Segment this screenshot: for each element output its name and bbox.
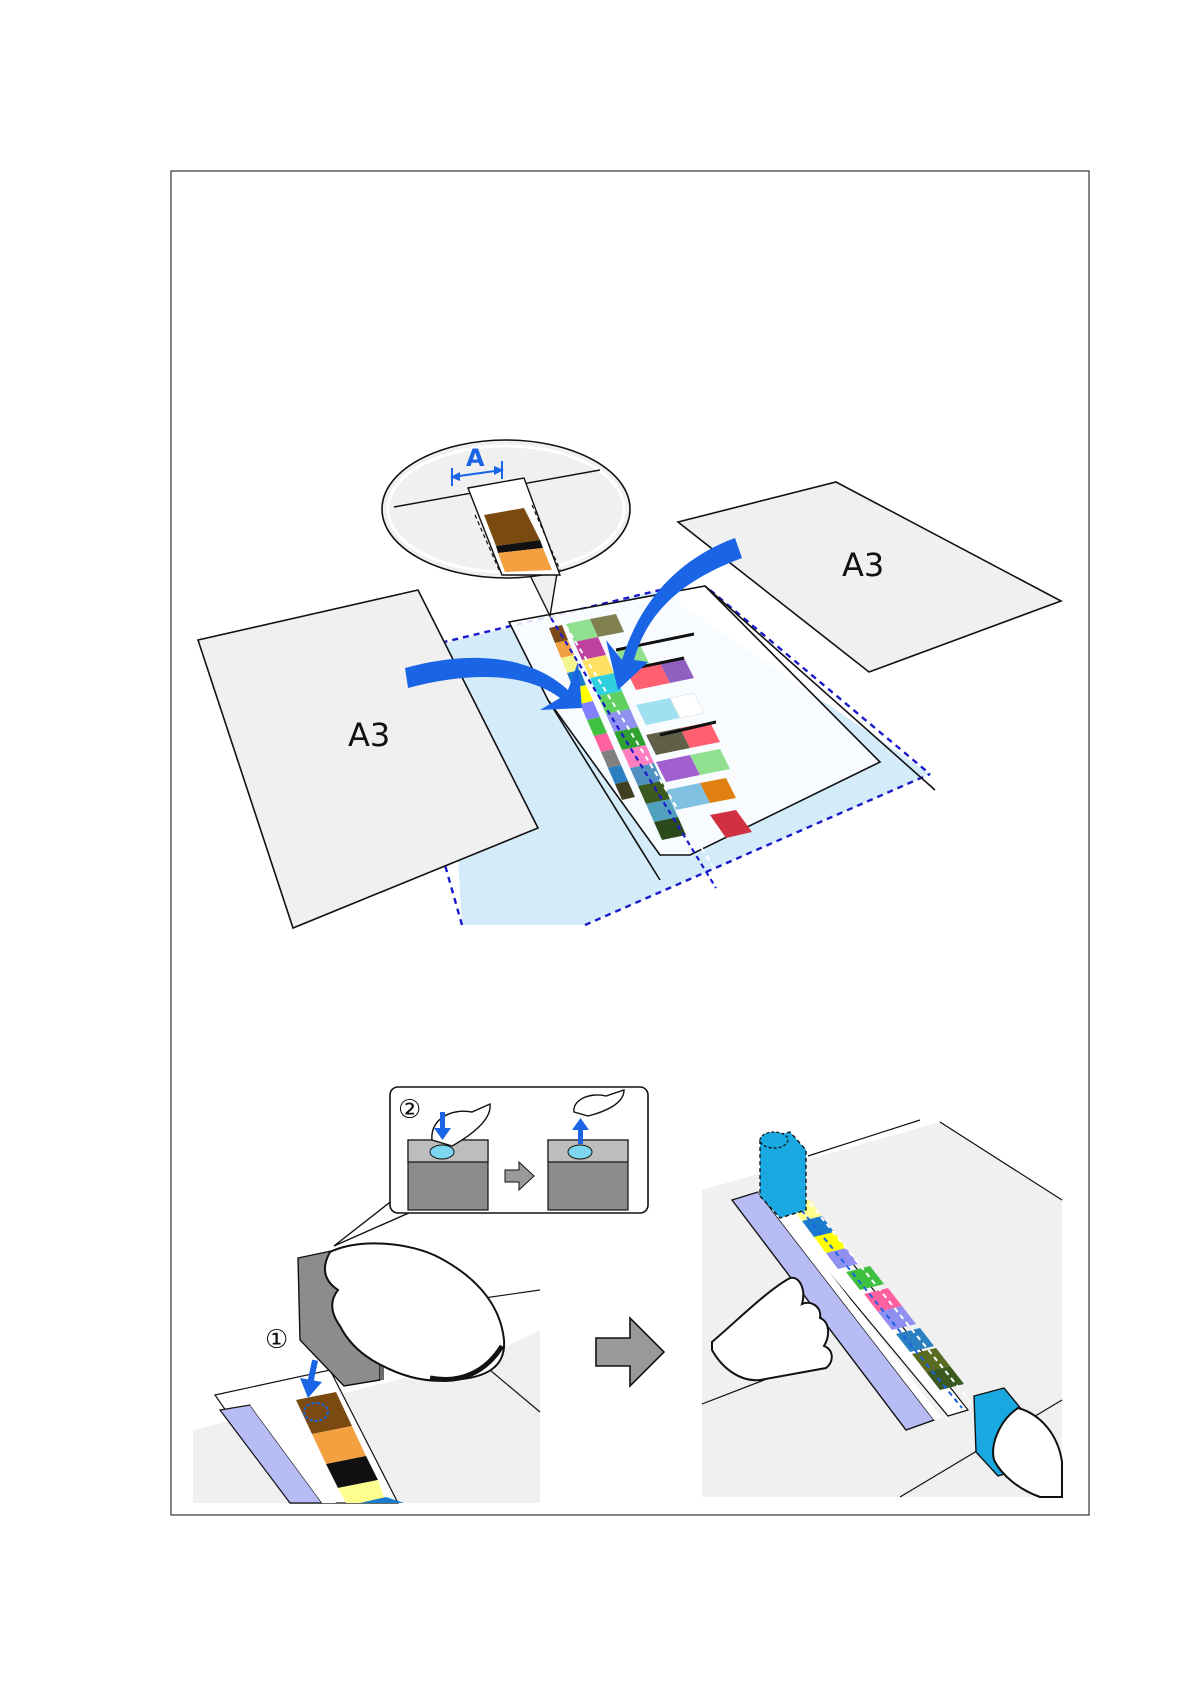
press-button — [568, 1145, 592, 1159]
arrow-right-icon — [596, 1318, 664, 1386]
arrow-down-shaft — [440, 1112, 445, 1130]
press-button — [430, 1145, 454, 1159]
dimension-label-a: A — [466, 444, 485, 472]
bottom-left-scene: ① ② — [193, 1087, 648, 1503]
top-scene: A3 — [198, 440, 1061, 928]
arrow-up-shaft — [578, 1128, 583, 1144]
step-1-label: ① — [265, 1325, 288, 1355]
bottom-right-scene — [702, 1120, 1062, 1497]
a3-label-left: A3 — [348, 716, 390, 754]
a3-label-right: A3 — [842, 546, 884, 584]
colorimeter-cap — [760, 1132, 788, 1148]
step-2-label: ② — [398, 1095, 421, 1125]
